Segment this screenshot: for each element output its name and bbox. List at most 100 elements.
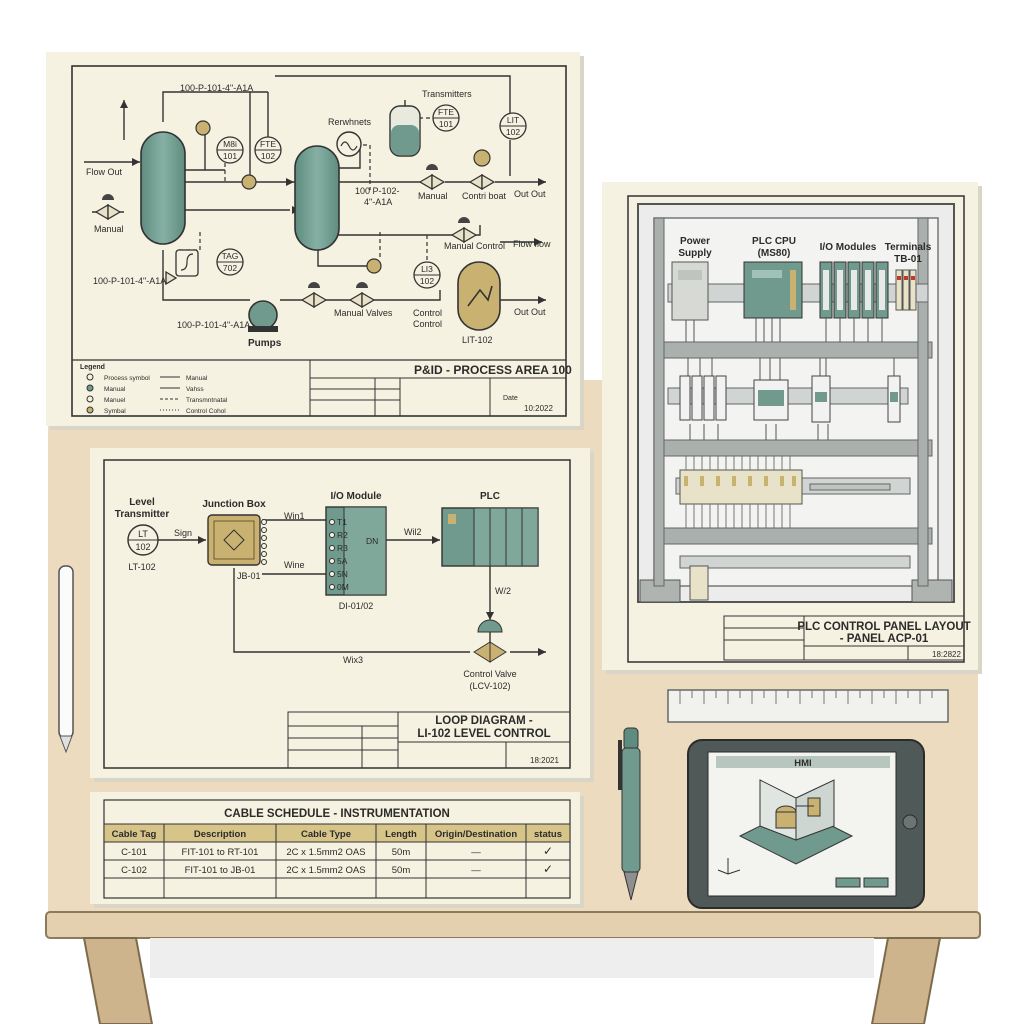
column-header: Description (194, 829, 246, 840)
loop-title: LOOP DIAGRAM - (435, 715, 533, 727)
hmi-tablet[interactable]: HMI (687, 739, 925, 909)
tag-label: TAG (222, 251, 239, 261)
io-module-label: I/O Module (330, 491, 382, 502)
io-terminal: T1 (337, 517, 347, 527)
table-cell: 50m (392, 865, 411, 876)
line-label: 100 P-102- (355, 186, 400, 196)
terminals-label: TB-01 (894, 254, 922, 265)
pump-icon (248, 300, 278, 330)
column-header: Cable Tag (112, 829, 157, 840)
legend-title: Legend (80, 364, 105, 371)
stylus[interactable] (58, 565, 74, 754)
ruler[interactable] (667, 689, 949, 723)
wire-label: Wil2 (404, 527, 422, 537)
contri-boat-label: Contri boat (462, 191, 507, 201)
io-terminal: 5A (337, 556, 348, 566)
legend-item: Control Cohol (186, 408, 226, 415)
legend-item: Manual (186, 375, 208, 382)
panel-date: 18:2822 (932, 650, 961, 659)
line-label: 100-P-101-4"-A1A (93, 276, 166, 286)
power-supply-label: Supply (678, 248, 712, 259)
legend-item: Process symbol (104, 375, 150, 382)
lit-label: LIT-102 (462, 335, 493, 345)
sign-label: Sign (174, 528, 192, 538)
pid-sheet: M8i 101 FTE 102 FTE 101 LIT 102 TAG 702 … (46, 52, 584, 430)
desk-leg-left (82, 937, 154, 1025)
hmi-button[interactable] (835, 877, 861, 888)
lt-tag: 102 (135, 542, 150, 552)
pid-date: 10:2022 (524, 404, 553, 413)
storage-tank (457, 261, 501, 331)
cable-schedule: CABLE SCHEDULE - INSTRUMENTATION Cable T… (90, 792, 584, 908)
manual-control-label: Manual Control (444, 241, 505, 251)
line-label: 4"-A1A (364, 197, 392, 207)
date-label: Date (503, 395, 518, 402)
table-cell: C-101 (121, 847, 147, 858)
panel-sheet: Power Supply PLC CPU (MS80) I/O Modules … (602, 182, 982, 674)
cable-title: CABLE SCHEDULE - INSTRUMENTATION (224, 808, 450, 820)
tag-label: LIT (507, 115, 519, 125)
level-label: Level (129, 497, 155, 508)
legend-item: Manual (104, 386, 126, 393)
line-label: 100-P-101-4"-A1A (177, 320, 250, 330)
desk-leg-right (870, 937, 942, 1025)
table-cell: — (471, 865, 481, 876)
terminals-label: Terminals (885, 242, 932, 253)
tag-label: LI3 (421, 264, 433, 274)
manual-label: Manual (94, 224, 124, 234)
pumps-label: Pumps (248, 338, 282, 349)
io-terminal: R3 (337, 543, 348, 553)
plc-cpu-label: PLC CPU (752, 236, 796, 247)
io-modules-label: I/O Modules (820, 242, 877, 253)
flow-out-label: Flow Out (86, 167, 123, 177)
tag-label: 101 (439, 119, 453, 129)
tag-label: 101 (223, 151, 237, 161)
control-label: Control (413, 308, 442, 318)
io-terminal: R2 (337, 530, 348, 540)
table-cell: 2C x 1.5mm2 OAS (286, 865, 365, 876)
hmi-button[interactable] (863, 877, 889, 888)
table-cell: FIT-101 to JB-01 (185, 865, 256, 876)
wire-label: Wix3 (343, 655, 363, 665)
table-cell: C-102 (121, 865, 147, 876)
instrument-bubble (336, 131, 362, 157)
hmi-title: HMI (794, 758, 811, 769)
control-label: Control (413, 319, 442, 329)
di-label: DI-01/02 (339, 601, 374, 611)
wire-label: Win1 (284, 511, 305, 521)
tag-label: 102 (506, 127, 520, 137)
home-button-icon (902, 814, 918, 830)
io-terminal: 0M (337, 582, 349, 592)
terminal-strip (679, 469, 803, 505)
out-out-label: Out Out (514, 307, 546, 317)
legend-item: Symbal (104, 408, 126, 415)
lt-tag-label: LT-102 (128, 562, 155, 572)
pen[interactable] (618, 727, 641, 901)
table-cell: ✓ (543, 862, 553, 876)
loop-title: LI-102 LEVEL CONTROL (417, 728, 550, 740)
legend-item: Vahss (186, 386, 204, 393)
legend-item: Transmntnatal (186, 397, 228, 404)
io-dn: DN (366, 536, 378, 546)
tag-label: 102 (261, 151, 275, 161)
column-header: Cable Type (301, 829, 351, 840)
control-valve-tag: (LCV-102) (469, 681, 510, 691)
table-cell: FIT-101 to RT-101 (182, 847, 259, 858)
vessel-1 (140, 131, 186, 245)
table-cell: ✓ (543, 844, 553, 858)
tag-label: M8i (223, 139, 237, 149)
tag-label: 102 (420, 276, 434, 286)
plc-label: PLC (480, 491, 500, 502)
wire-label: Wine (284, 560, 305, 570)
jb-label: JB-01 (237, 571, 261, 581)
transmitters-label: Transmitters (422, 89, 472, 99)
power-supply-label: Power (680, 236, 710, 247)
line-label: 100-P-101-4"-A1A (180, 83, 253, 93)
table-cell: 50m (392, 847, 411, 858)
transmitter-label: Transmitter (115, 509, 170, 520)
pid-title: P&ID - PROCESS AREA 100 (414, 363, 572, 377)
panel-title: PLC CONTROL PANEL LAYOUT (797, 621, 970, 633)
io-terminal: 5N (337, 569, 348, 579)
loop-sheet: LT 102 T1 R2 R3 5A 5N 0M DN (90, 448, 594, 782)
